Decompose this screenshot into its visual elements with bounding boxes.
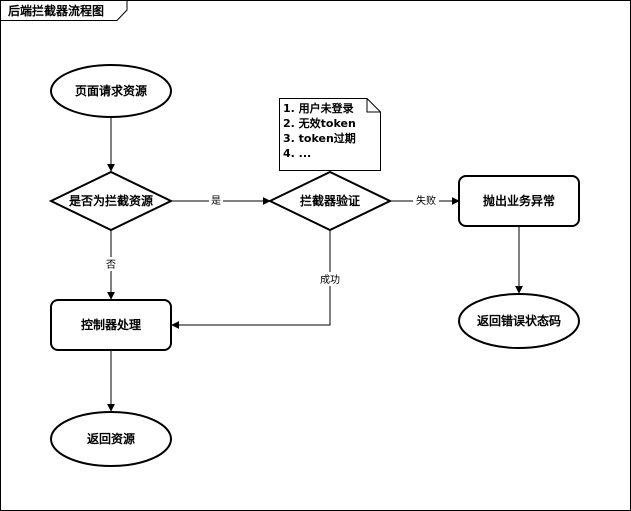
- note-line: 4. ...: [283, 147, 311, 160]
- edge-success-label: 成功: [320, 274, 340, 286]
- note-line: 1. 用户未登录: [283, 101, 354, 115]
- edge-no-label-bg: [104, 257, 118, 271]
- edge-no-label: 否: [106, 259, 116, 271]
- node-start-label: 页面请求资源: [75, 83, 147, 98]
- edge-verify-to-controller: [171, 230, 331, 329]
- node-decision-label: 是否为拦截资源: [68, 193, 153, 208]
- node-return-label: 返回资源: [87, 431, 135, 446]
- note-line: 3. token过期: [283, 131, 356, 145]
- edge-success-label-bg: [317, 272, 343, 286]
- node-verify: 拦截器验证: [267, 170, 393, 232]
- node-controller: 控制器处理: [50, 299, 172, 351]
- edge-fail-label-bg: [413, 193, 439, 207]
- note-line: 2. 无效token: [283, 116, 356, 130]
- node-return: 返回资源: [50, 411, 172, 467]
- frame-title: 后端拦截器流程图: [8, 3, 104, 18]
- node-start: 页面请求资源: [50, 64, 172, 118]
- node-error-code: 返回错误状态码: [458, 293, 580, 349]
- node-error-code-label: 返回错误状态码: [477, 313, 561, 328]
- edge-fail-label: 失败: [416, 194, 436, 207]
- node-exception: 抛出业务异常: [458, 175, 580, 227]
- edge-yes-label-bg: [209, 193, 223, 207]
- node-decision: 是否为拦截资源: [48, 170, 174, 232]
- node-exception-label: 抛出业务异常: [483, 193, 555, 208]
- edge-yes-label: 是: [211, 195, 221, 207]
- frame-title-tab: [0, 0, 128, 21]
- node-verify-label: 拦截器验证: [300, 193, 360, 208]
- note-box: 1. 用户未登录 2. 无效token 3. token过期 4. ...: [279, 98, 381, 171]
- node-controller-label: 控制器处理: [81, 317, 141, 332]
